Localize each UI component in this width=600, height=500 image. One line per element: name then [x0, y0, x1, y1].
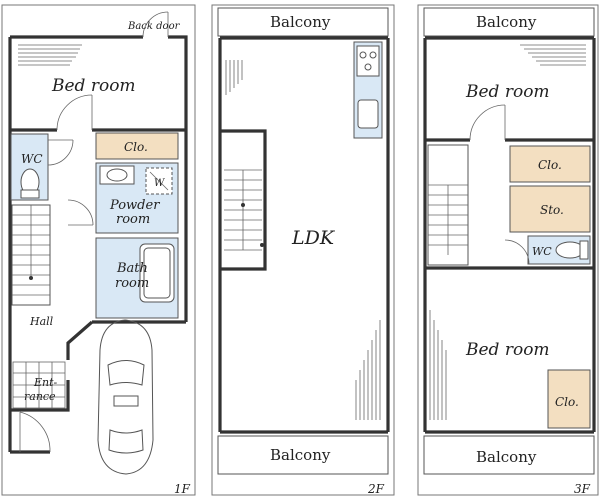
floor-label-3f: 3F	[574, 482, 591, 496]
balcony-top-label-2f: Balcony	[270, 13, 331, 31]
panel-2f-frame	[211, 4, 395, 496]
closet-label-3f-1: Clo.	[538, 158, 562, 172]
bath-room-label-2: room	[115, 276, 149, 291]
bedroom-label-1f: Bed room	[51, 76, 136, 96]
floor-label-2f: 2F	[367, 482, 385, 496]
back-door-label: Back door	[127, 21, 181, 32]
washer-label: W	[154, 178, 165, 189]
bath-room-label: Bath	[116, 261, 148, 276]
floor-2f: Balcony LDK Balcony 2F	[217, 7, 390, 496]
bedroom-top-label-3f: Bed room	[465, 82, 550, 102]
panel-1f-frame	[1, 4, 196, 496]
floor-3f: Balcony Bed room Clo. Sto. WC Bed room C…	[423, 7, 596, 496]
balcony-bottom-label-3f: Balcony	[476, 448, 537, 466]
wc-label-3f: WC	[532, 245, 552, 258]
car-icon	[97, 319, 154, 475]
balcony-top-label-3f: Balcony	[476, 13, 537, 31]
floor-label-1f: 1F	[174, 482, 191, 496]
bedroom-bottom-label-3f: Bed room	[465, 340, 550, 360]
floor-1f: Back door Bed room WC Clo. W Powder room…	[8, 11, 191, 496]
powder-room-label: Powder	[109, 198, 160, 213]
wc-label-1f: WC	[21, 152, 43, 166]
ldk-label: LDK	[291, 227, 336, 249]
storage-label: Sto.	[540, 203, 564, 217]
closet-label-1f: Clo.	[124, 140, 148, 154]
hall-label: Hall	[29, 315, 54, 328]
balcony-bottom-label-2f: Balcony	[270, 446, 331, 464]
entrance-label-2: rance	[24, 390, 56, 403]
entrance-label: Ent-	[33, 376, 58, 389]
closet-label-3f-2: Clo.	[555, 395, 579, 409]
panel-3f-frame	[417, 4, 599, 496]
powder-room-label-2: room	[116, 212, 150, 227]
